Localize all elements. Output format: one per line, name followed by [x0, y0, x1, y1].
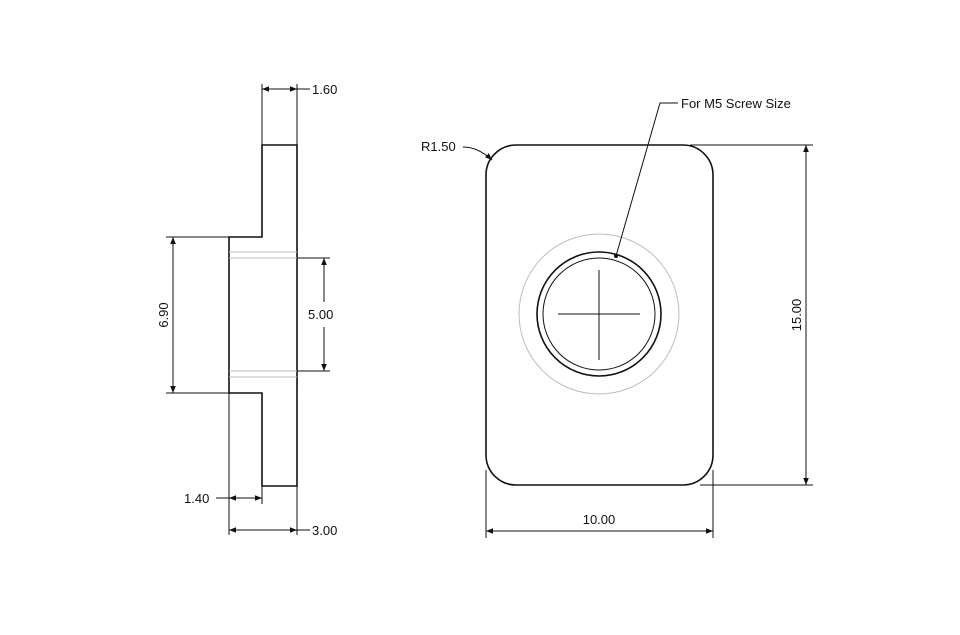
dim-bore-diameter-label: 5.00 — [308, 307, 333, 322]
dim-total-depth: 3.00 — [229, 486, 337, 538]
dim-corner-radius: R1.50 — [421, 139, 493, 161]
dim-flange-thickness: 1.60 — [261, 82, 337, 145]
dim-boss-offset: 1.40 — [184, 393, 263, 535]
hole-note: For M5 Screw Size — [614, 96, 791, 258]
dim-width-label: 10.00 — [583, 512, 616, 527]
dim-boss-height-label: 6.90 — [156, 302, 171, 327]
flange-circle — [518, 233, 680, 395]
dim-total-depth-label: 3.00 — [312, 523, 337, 538]
side-view: 1.60 6.90 5.00 1.40 — [156, 82, 337, 538]
dim-height: 15.00 — [690, 144, 813, 486]
dim-bore-diameter: 5.00 — [297, 257, 333, 372]
plate-outline — [485, 144, 714, 486]
side-view-outline — [228, 144, 298, 487]
hole-note-label: For M5 Screw Size — [681, 96, 791, 111]
dim-flange-thickness-label: 1.60 — [312, 82, 337, 97]
front-view: For M5 Screw Size R1.50 15.00 10.00 — [421, 96, 813, 538]
dim-height-label: 15.00 — [789, 299, 804, 332]
dim-width: 10.00 — [485, 470, 714, 538]
dim-corner-radius-label: R1.50 — [421, 139, 456, 154]
dim-boss-offset-label: 1.40 — [184, 491, 209, 506]
hole-inner-circle — [542, 257, 656, 371]
hole-outer-circle — [536, 251, 662, 377]
dim-boss-height: 6.90 — [156, 236, 229, 394]
